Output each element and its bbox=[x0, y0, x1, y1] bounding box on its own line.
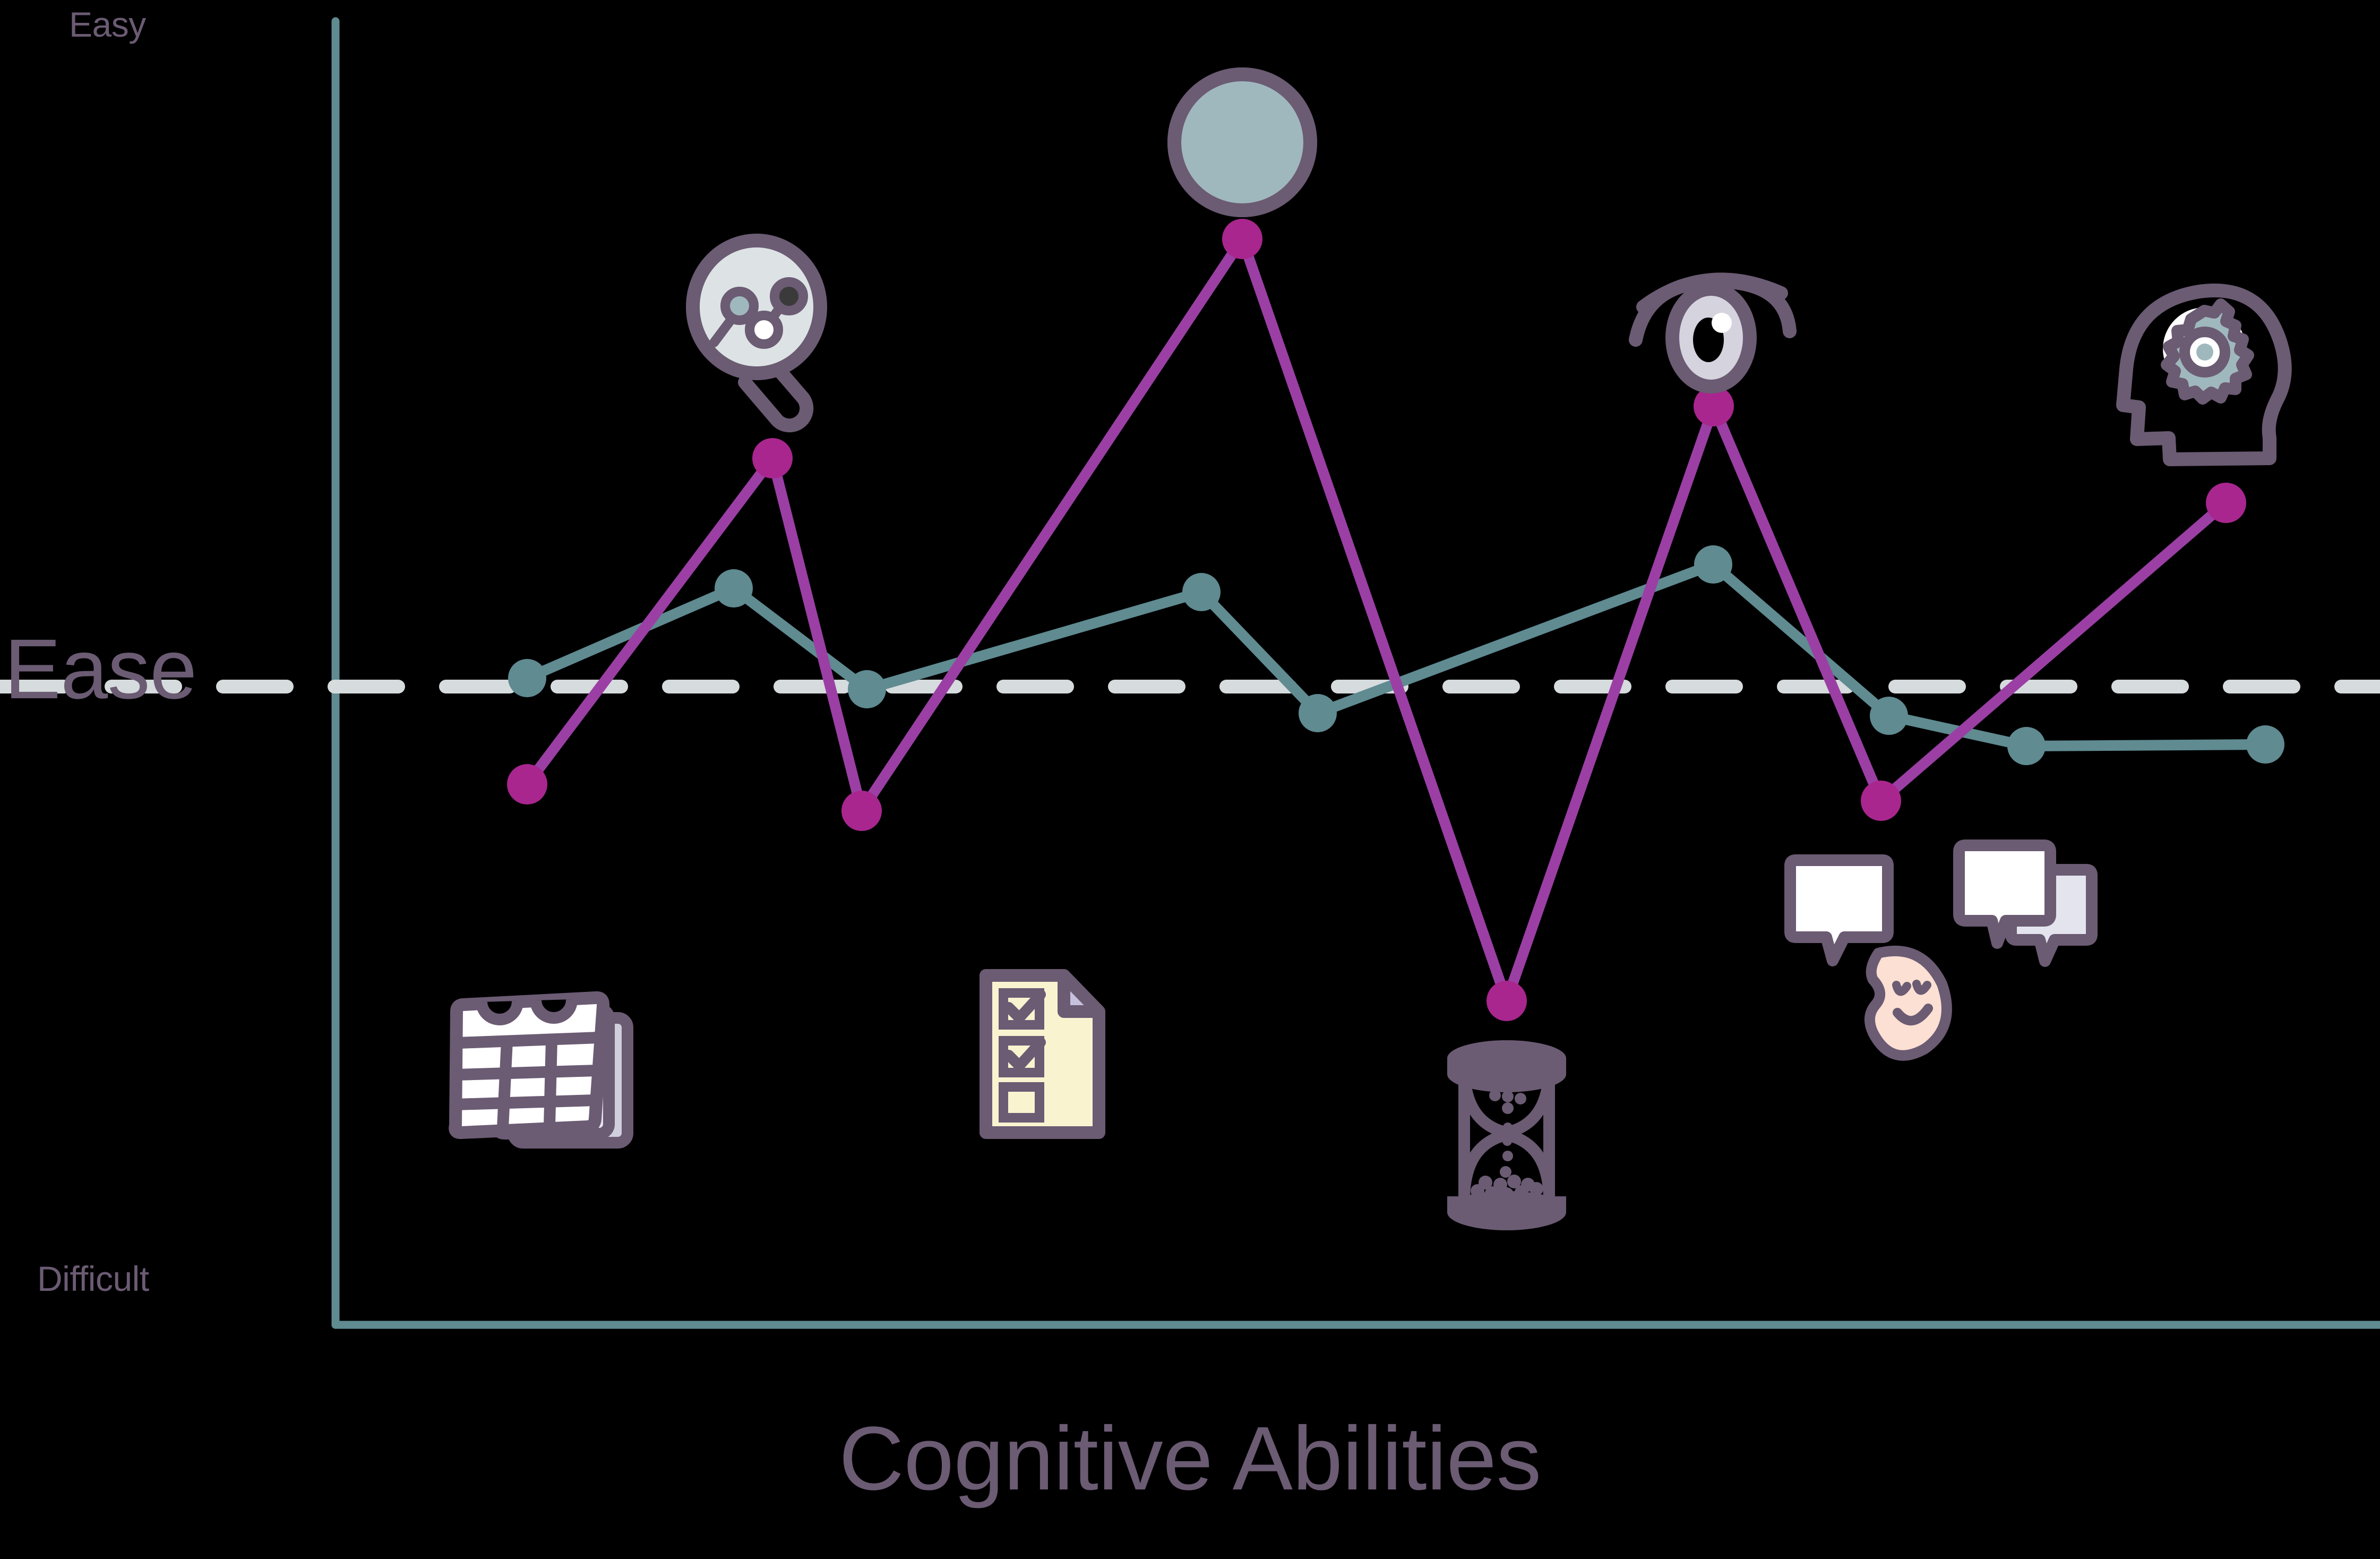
magenta-data-point[interactable] bbox=[507, 764, 547, 804]
checklist-document-icon bbox=[980, 969, 1105, 1139]
magenta-series-group bbox=[507, 219, 2246, 1021]
teal-data-point[interactable] bbox=[1182, 573, 1221, 611]
teal-data-point[interactable] bbox=[1870, 697, 1908, 735]
teal-data-point[interactable] bbox=[1694, 545, 1732, 584]
y-axis-top-label: Easy bbox=[69, 5, 146, 44]
magenta-data-point[interactable] bbox=[1861, 781, 1901, 821]
calendar-icon bbox=[449, 991, 633, 1149]
teal-series-line bbox=[522, 559, 2271, 751]
teal-data-point[interactable] bbox=[508, 659, 546, 697]
x-axis-title: Cognitive Abilities bbox=[839, 1408, 1541, 1509]
smiling-face-icon bbox=[1865, 945, 1952, 1061]
chart-magnifier-icon bbox=[686, 234, 827, 433]
speech-bubble-pair-icon bbox=[1953, 840, 2098, 967]
magenta-data-point[interactable] bbox=[841, 791, 882, 831]
teal-data-point[interactable] bbox=[2246, 725, 2284, 764]
teal-data-point[interactable] bbox=[848, 670, 886, 708]
magenta-data-point[interactable] bbox=[752, 438, 793, 478]
eye-icon bbox=[1629, 272, 1797, 393]
y-axis-mid-label: Ease bbox=[4, 621, 197, 716]
magenta-data-point[interactable] bbox=[1222, 219, 1262, 259]
magenta-data-point[interactable] bbox=[2206, 483, 2246, 523]
hourglass-icon bbox=[1447, 1040, 1566, 1230]
y-axis-bottom-label: Difficult bbox=[37, 1259, 149, 1298]
axes-group bbox=[331, 17, 2380, 1329]
magenta-data-point[interactable] bbox=[1694, 386, 1734, 426]
teal-data-point[interactable] bbox=[1299, 694, 1337, 732]
speech-bubble-single-icon bbox=[1784, 854, 1894, 966]
magenta-data-point[interactable] bbox=[1487, 981, 1527, 1021]
teal-data-point[interactable] bbox=[715, 569, 753, 607]
teal-series-group bbox=[508, 545, 2284, 765]
globe-icon bbox=[1167, 67, 1317, 217]
head-with-gear-icon bbox=[2116, 283, 2292, 466]
magenta-series-line bbox=[522, 234, 2231, 1006]
teal-data-point[interactable] bbox=[2007, 727, 2046, 765]
